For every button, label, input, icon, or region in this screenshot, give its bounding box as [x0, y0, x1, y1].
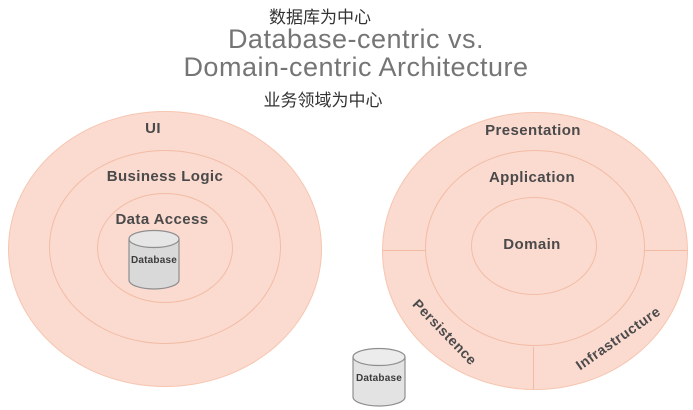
right-inner-ring — [471, 197, 597, 295]
title-line-1: Database-centric vs. — [227, 24, 485, 54]
right-divider-bottom — [533, 347, 534, 389]
right-divider-left — [383, 250, 425, 251]
title-line-2: Domain-centric Architecture — [183, 52, 529, 82]
database-icon — [128, 229, 180, 290]
left-middle-ring — [49, 150, 281, 344]
left-ring-label-data-access: Data Access — [115, 211, 209, 228]
right-ring-label-application: Application — [488, 169, 576, 186]
right-ring-label-domain: Domain — [503, 236, 561, 253]
left-ring-label-ui: UI — [145, 120, 161, 137]
page-title: Database-centric vs. Domain-centric Arch… — [106, 25, 606, 81]
right-database-cylinder: Database — [352, 347, 406, 408]
left-inner-ring — [97, 193, 233, 303]
left-database-cylinder: Database — [128, 229, 180, 291]
right-database-label: Database — [355, 373, 403, 384]
left-ring-label-business-logic: Business Logic — [106, 168, 224, 185]
caption-domain-centric-zh: 业务领域为中心 — [263, 91, 383, 110]
database-icon — [352, 347, 406, 407]
left-database-label: Database — [130, 255, 178, 266]
right-middle-ring — [425, 150, 645, 346]
caption-database-centric-zh: 数据库为中心 — [269, 8, 371, 27]
right-ring-label-presentation: Presentation — [485, 122, 581, 139]
right-divider-right — [645, 250, 687, 251]
